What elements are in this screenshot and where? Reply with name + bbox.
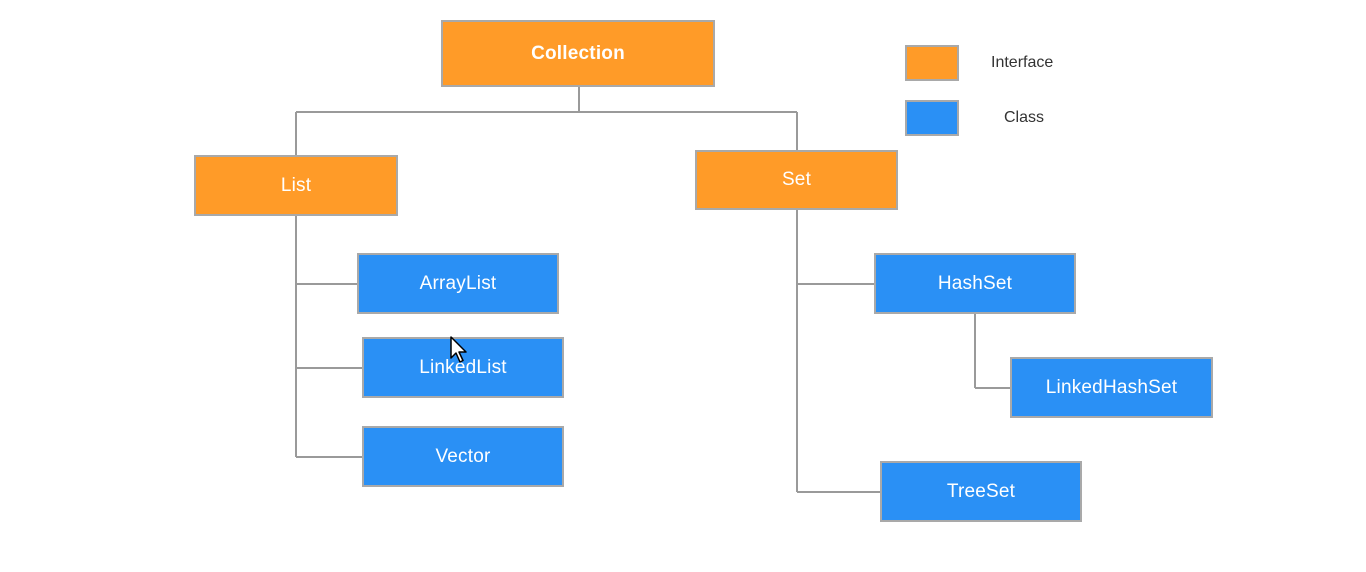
node-hashset: HashSet [874,253,1076,314]
node-collection: Collection [441,20,715,87]
node-hashset-label: HashSet [937,272,1013,294]
legend-interface-label: Interface [991,54,1054,71]
node-arraylist-label: ArrayList [419,272,497,294]
node-collection-label: Collection [531,42,625,64]
node-arraylist: ArrayList [357,253,559,314]
node-set-label: Set [781,169,812,190]
node-list-label: List [280,174,312,196]
node-treeset: TreeSet [880,461,1082,522]
node-treeset-label: TreeSet [946,480,1016,502]
node-vector-label: Vector [435,445,491,467]
node-linkedhashset-label: LinkedHashSet [1045,376,1178,398]
node-linkedhashset: LinkedHashSet [1010,357,1213,418]
legend-class-swatch [905,100,959,136]
node-vector: Vector [362,426,564,487]
mouse-pointer-icon [450,336,467,363]
node-linkedlist-label: LinkedList [419,356,507,378]
legend-class-label: Class [1004,109,1045,126]
node-list: List [194,155,398,216]
node-set: Set [695,150,898,210]
legend-interface-swatch [905,45,959,81]
node-linkedlist: LinkedList [362,337,564,398]
